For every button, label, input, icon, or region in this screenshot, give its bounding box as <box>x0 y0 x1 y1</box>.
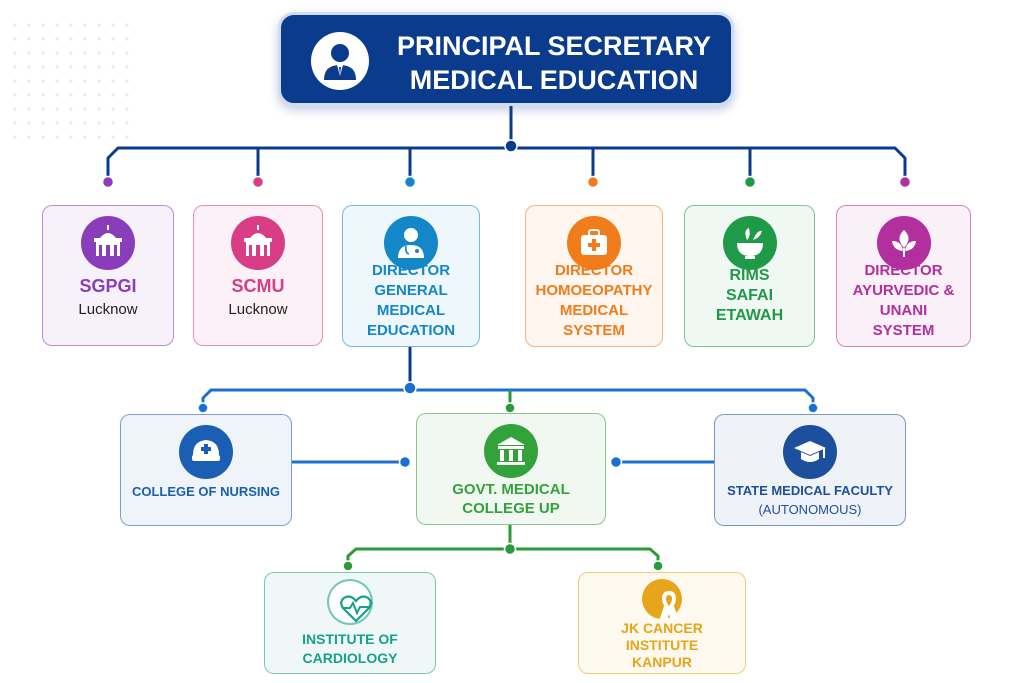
card-scmu: SCMU Lucknow <box>193 205 323 346</box>
connector-node <box>609 455 623 469</box>
connector-node <box>504 402 516 414</box>
connector-node <box>197 402 209 414</box>
connector-line <box>106 146 907 180</box>
connector-node <box>652 560 664 572</box>
label-line: MEDICAL <box>376 302 446 319</box>
card-director-ayurvedic-unani: DIRECTOR AYURVEDIC & UNANI SYSTEM <box>836 205 971 347</box>
label-line: DIRECTOR <box>371 262 451 279</box>
card-college-of-nursing: COLLEGE OF NURSING <box>120 414 292 526</box>
connector-node <box>898 175 912 189</box>
card-dhms-label: DIRECTOR HOMOEOPATHY MEDICAL SYSTEM <box>530 261 658 341</box>
label-line: COLLEGE UP <box>462 500 560 517</box>
card-sgpgi: SGPGI Lucknow <box>42 205 174 346</box>
card-scmu-name: SCMU <box>231 276 285 296</box>
card-director-homoeopathy: DIRECTOR HOMOEOPATHY MEDICAL SYSTEM <box>525 205 663 347</box>
connector-node <box>403 381 417 395</box>
connector-node <box>398 455 412 469</box>
label-line: DIRECTOR <box>554 262 634 279</box>
label-line: STATE MEDICAL FACULTY <box>727 483 893 498</box>
label-line: JK CANCER <box>621 620 703 636</box>
connector-node <box>101 175 115 189</box>
doctor-icon <box>384 216 438 270</box>
label-line: COLLEGE OF NURSING <box>131 484 281 499</box>
mortar-pestle-icon <box>722 216 777 270</box>
nurse-cap-icon <box>179 425 233 479</box>
label-line: EDUCATION <box>366 322 456 339</box>
person-tie-icon <box>311 32 369 90</box>
card-gmc-label: GOVT. MEDICAL COLLEGE UP <box>421 480 601 518</box>
graduation-cap-icon <box>783 425 837 479</box>
connector-line <box>346 547 660 565</box>
connector-node <box>342 560 354 572</box>
card-cardiology-label: INSTITUTE OF CARDIOLOGY <box>269 630 431 668</box>
connector-node <box>586 175 600 189</box>
label-line: SYSTEM <box>872 322 935 339</box>
connector-line <box>201 388 815 406</box>
card-cancer-label: JK CANCER INSTITUTE KANPUR <box>583 620 741 671</box>
card-state-medical-faculty: STATE MEDICAL FACULTY (AUTONOMOUS) <box>714 414 906 526</box>
card-institute-of-cardiology: INSTITUTE OF CARDIOLOGY <box>264 572 436 674</box>
connector-node <box>251 175 265 189</box>
heartbeat-icon <box>327 579 373 625</box>
card-sgpgi-name: SGPGI <box>79 276 137 296</box>
label-line: INSTITUTE <box>625 637 699 653</box>
root-principal-secretary: PRINCIPAL SECRETARY MEDICAL EDUCATION <box>278 12 734 106</box>
connector-node <box>503 542 517 556</box>
card-jk-cancer-institute: JK CANCER INSTITUTE KANPUR <box>578 572 746 674</box>
label-line: KANPUR <box>632 654 692 670</box>
label-line: CARDIOLOGY <box>302 650 398 666</box>
root-title-line2: MEDICAL EDUCATION <box>409 65 699 95</box>
card-smf-label: STATE MEDICAL FACULTY (AUTONOMOUS) <box>719 481 901 519</box>
label-line: UNANI <box>879 302 928 319</box>
card-scmu-sub: Lucknow <box>228 301 288 318</box>
label-line: ETAWAH <box>715 307 784 324</box>
building-icon <box>231 216 285 270</box>
label-line: AYURVEDIC & <box>852 282 955 299</box>
decorative-dot-pattern <box>8 18 138 148</box>
root-title: PRINCIPAL SECRETARY MEDICAL EDUCATION <box>391 29 717 97</box>
card-director-general-medical-education: DIRECTOR GENERAL MEDICAL EDUCATION <box>342 205 480 347</box>
card-dgme-label: DIRECTOR GENERAL MEDICAL EDUCATION <box>347 261 475 341</box>
label-line: DIRECTOR <box>864 262 943 279</box>
label-line: INSTITUTE OF <box>302 631 398 647</box>
card-govt-medical-college: GOVT. MEDICAL COLLEGE UP <box>416 413 606 525</box>
building-icon <box>81 216 135 270</box>
card-sgpgi-sub: Lucknow <box>78 301 138 318</box>
card-nursing-label: COLLEGE OF NURSING <box>125 483 287 501</box>
leaf-icon <box>876 216 931 270</box>
label-line: HOMOEOPATHY <box>535 282 653 299</box>
label-line: (AUTONOMOUS) <box>758 502 862 517</box>
label-line: RIMS <box>729 267 770 284</box>
label-line: SYSTEM <box>563 322 625 339</box>
medical-kit-icon <box>567 216 621 270</box>
label-line: GENERAL <box>374 282 448 299</box>
card-daus-label: DIRECTOR AYURVEDIC & UNANI SYSTEM <box>841 261 966 341</box>
connector-node <box>403 175 417 189</box>
label-line: SAFAI <box>725 287 774 304</box>
institution-icon <box>484 424 538 478</box>
card-rims-safai: RIMS SAFAI ETAWAH <box>684 205 815 347</box>
card-rims-label: RIMS SAFAI ETAWAH <box>689 266 810 326</box>
connector-node <box>504 139 518 153</box>
connector-node <box>743 175 757 189</box>
connector-node <box>807 402 819 414</box>
ribbon-icon <box>642 579 682 623</box>
root-title-line1: PRINCIPAL SECRETARY <box>396 31 712 61</box>
label-line: GOVT. MEDICAL <box>452 481 570 498</box>
label-line: MEDICAL <box>559 302 629 319</box>
